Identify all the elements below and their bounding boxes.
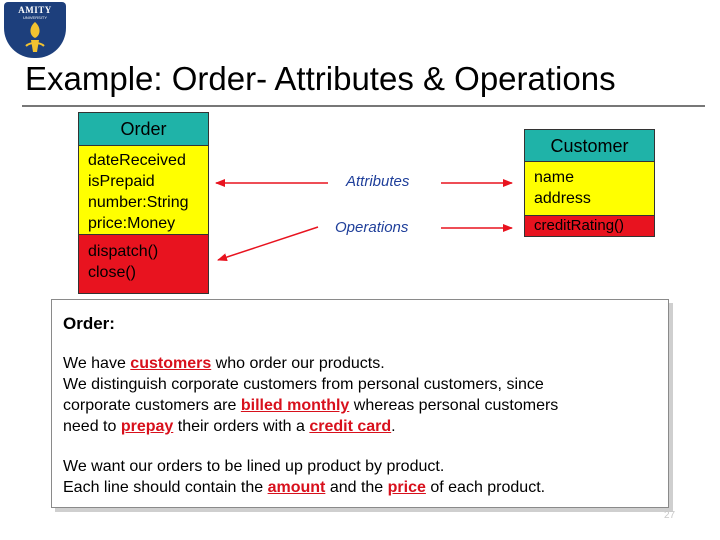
description-line: corporate customers are billed monthly w… bbox=[63, 395, 558, 416]
description-line: We distinguish corporate customers from … bbox=[63, 376, 544, 393]
description-line: need to prepay their orders with a credi… bbox=[63, 416, 396, 437]
description-heading: Order: bbox=[63, 314, 115, 333]
text-run: and the bbox=[325, 479, 388, 496]
highlight-prepay: prepay bbox=[120, 418, 174, 435]
highlight-credit-card: credit card bbox=[309, 418, 392, 435]
order-attribute: isPrepaid bbox=[88, 173, 155, 190]
customer-attribute: name bbox=[534, 169, 575, 186]
order-operation: close() bbox=[88, 264, 137, 281]
operations-label: Operations bbox=[335, 219, 409, 236]
text-run: need to bbox=[63, 418, 121, 435]
description-line: We have customers who order our products… bbox=[63, 353, 385, 374]
order-attributes: dateReceived isPrepaid number:String pri… bbox=[79, 146, 208, 235]
customer-attribute: address bbox=[534, 190, 591, 207]
text-run: their orders with a bbox=[173, 418, 310, 435]
customer-attributes: name address bbox=[525, 162, 654, 216]
text-run: of each product. bbox=[425, 479, 546, 496]
order-attribute: price:Money bbox=[88, 215, 176, 232]
text-run: . bbox=[391, 418, 396, 435]
highlight-price: price bbox=[387, 479, 426, 496]
order-operation: dispatch() bbox=[88, 243, 159, 260]
description-line: Each line should contain the amount and … bbox=[63, 477, 545, 498]
highlight-billed-monthly: billed monthly bbox=[240, 397, 350, 414]
customer-class-box: Customer name address creditRating() bbox=[524, 129, 655, 237]
description-box: Order: We have customers who order our p… bbox=[51, 299, 669, 508]
logo-name: AMITY bbox=[18, 5, 52, 15]
page-number: 27 bbox=[664, 510, 676, 521]
text-run: We have bbox=[63, 355, 131, 372]
logo-torch-icon bbox=[25, 22, 45, 52]
highlight-customers: customers bbox=[130, 355, 212, 372]
attributes-label: Attributes bbox=[346, 173, 410, 190]
customer-operation: creditRating() bbox=[534, 217, 625, 234]
customer-operations: creditRating() bbox=[525, 216, 654, 236]
description-line: We want our orders to be lined up produc… bbox=[63, 458, 445, 475]
order-operations: dispatch() close() bbox=[79, 235, 208, 293]
title-divider bbox=[22, 105, 705, 107]
order-class-box: Order dateReceived isPrepaid number:Stri… bbox=[78, 112, 209, 294]
highlight-amount: amount bbox=[267, 479, 326, 496]
slide-title: Example: Order- Attributes & Operations bbox=[25, 60, 616, 97]
text-run: whereas personal customers bbox=[349, 397, 559, 414]
text-run: Each line should contain the bbox=[63, 479, 268, 496]
logo-subtitle: UNIVERSITY bbox=[22, 15, 47, 20]
order-attribute: number:String bbox=[88, 194, 189, 211]
text-run: who order our products. bbox=[211, 355, 385, 372]
order-attribute: dateReceived bbox=[88, 152, 186, 169]
order-class-name: Order bbox=[79, 113, 208, 146]
operations-arrow-left bbox=[217, 226, 319, 261]
amity-logo: AMITY UNIVERSITY bbox=[4, 2, 66, 58]
customer-class-name: Customer bbox=[525, 130, 654, 162]
text-run: corporate customers are bbox=[63, 397, 241, 414]
